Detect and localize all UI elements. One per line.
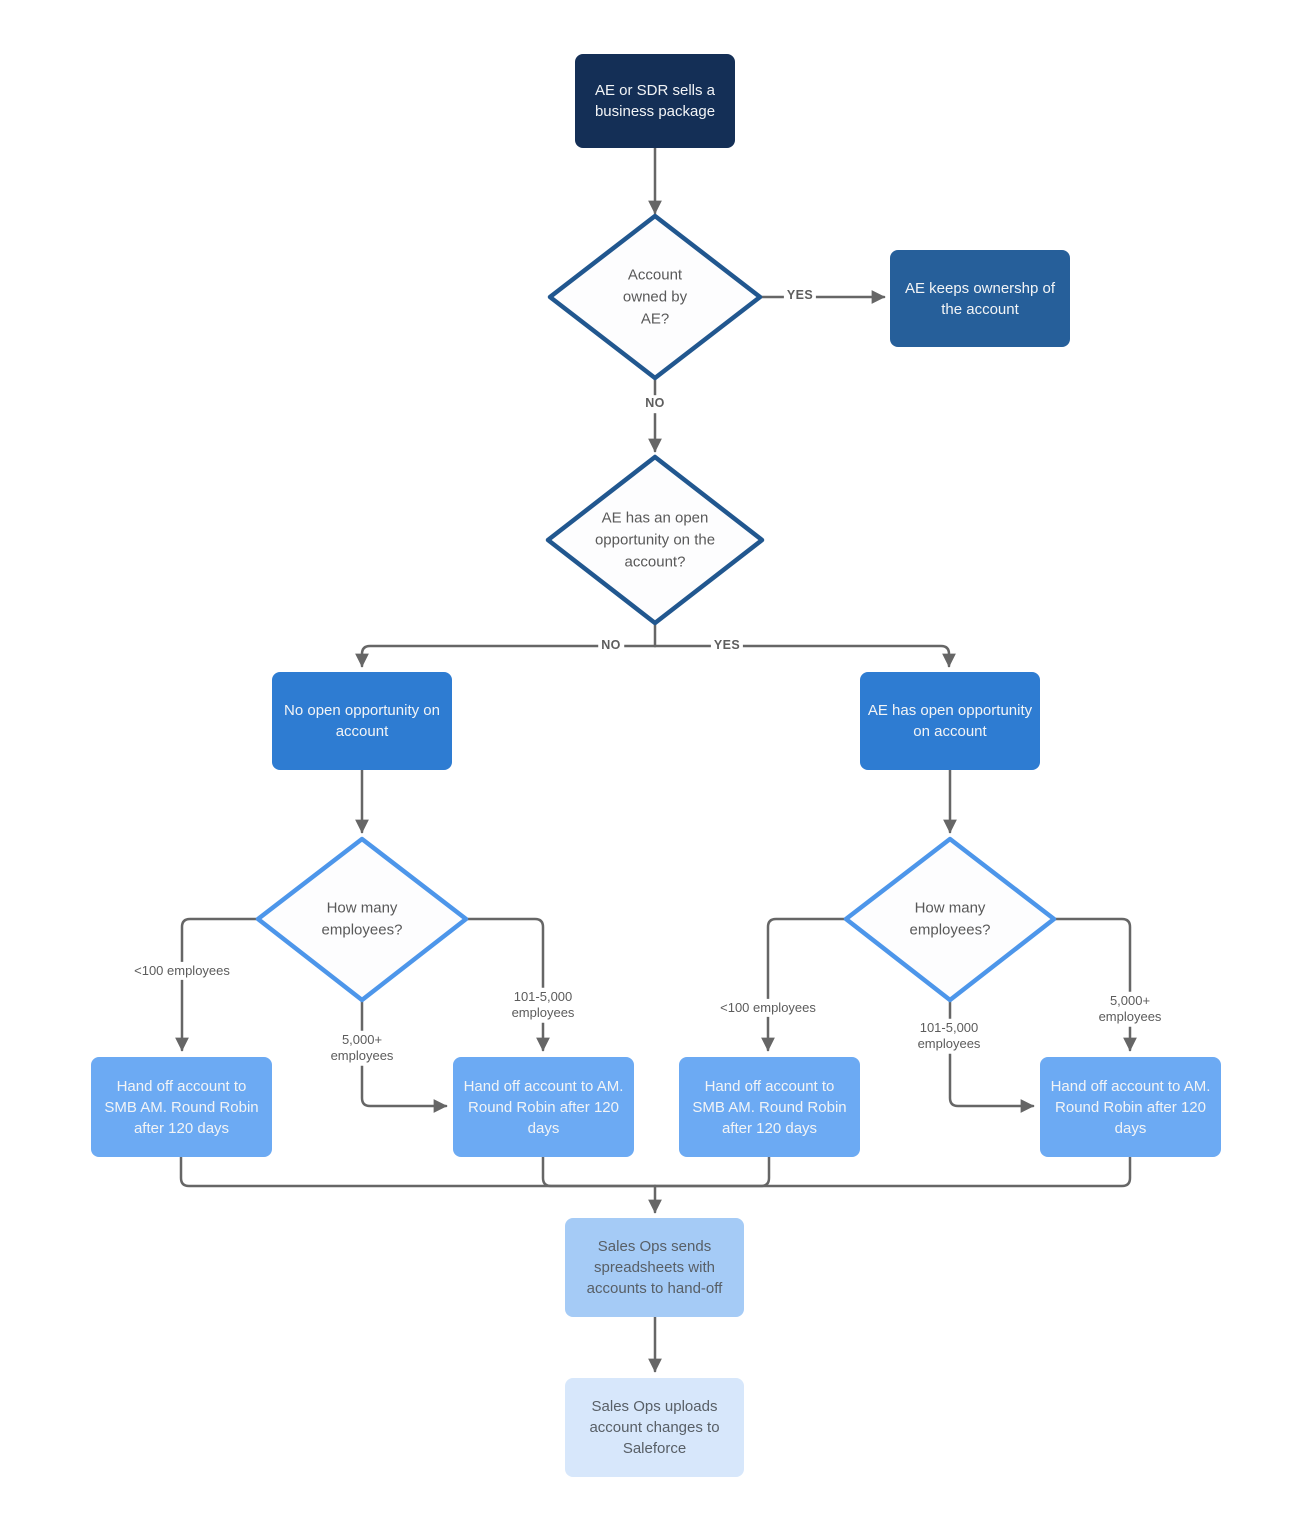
diamond-employees-left — [255, 836, 469, 1003]
diamond-employees-right-label: How many employees? — [909, 899, 991, 938]
edge-right-lt100 — [761, 917, 848, 1052]
node-has-open-opportunity-label: AE has open opportunity on account — [867, 702, 1033, 740]
diamond-account-owned — [547, 213, 763, 381]
edge-open-yes — [653, 644, 956, 668]
edge-label-no-open: NO — [598, 637, 624, 655]
node-handoff-am-left-label: Hand off account to AM. Round Robin afte… — [463, 1077, 624, 1137]
edge-label-lt100-right: <100 employees — [717, 998, 819, 1018]
diamond-employees-right — [843, 836, 1057, 1003]
diamond-open-opportunity — [545, 454, 765, 626]
node-handoff-smb-right: Hand off account to SMB AM. Round Robin … — [679, 1057, 860, 1157]
edge-left-big — [360, 998, 448, 1113]
edge-label-mid-right: 101-5,000 employees — [909, 1018, 989, 1054]
node-start-label: AE or SDR sells a business package — [594, 82, 716, 120]
node-ae-keeps-ownership: AE keeps ownershp of the account — [890, 250, 1070, 347]
node-start: AE or SDR sells a business package — [575, 54, 735, 148]
node-handoff-smb-left-label: Hand off account to SMB AM. Round Robin … — [104, 1077, 259, 1137]
diamond-account-owned-label: Account owned by AE? — [622, 266, 688, 327]
node-handoff-am-right: Hand off account to AM. Round Robin afte… — [1040, 1057, 1221, 1157]
edge-left-mid — [464, 917, 550, 1052]
node-handoff-am-right-label: Hand off account to AM. Round Robin afte… — [1050, 1077, 1211, 1137]
edge-label-big-right: 5,000+ employees — [1090, 991, 1170, 1027]
node-ae-keeps-ownership-label: AE keeps ownershp of the account — [904, 279, 1056, 318]
edge-merge-4 — [653, 1155, 1132, 1188]
edge-right-big — [1052, 917, 1137, 1052]
edge-left-lt100 — [175, 917, 260, 1052]
edge-label-lt100-left: <100 employees — [131, 961, 233, 981]
edge-label-mid-left: 101-5,000 employees — [503, 987, 583, 1023]
node-handoff-am-left: Hand off account to AM. Round Robin afte… — [453, 1057, 634, 1157]
node-sales-ops-upload: Sales Ops uploads account changes to Sal… — [565, 1378, 744, 1477]
node-handoff-smb-right-label: Hand off account to SMB AM. Round Robin … — [692, 1077, 847, 1137]
edge-merge-2 — [541, 1155, 657, 1188]
diamond-employees-left-label: How many employees? — [321, 899, 403, 938]
node-sales-ops-send: Sales Ops sends spreadsheets with accoun… — [565, 1218, 744, 1317]
edge-label-big-left: 5,000+ employees — [322, 1030, 402, 1066]
diamond-open-opportunity-label: AE has an open opportunity on the accoun… — [594, 509, 716, 570]
node-handoff-smb-left: Hand off account to SMB AM. Round Robin … — [91, 1057, 272, 1157]
node-no-open-opportunity-label: No open opportunity on account — [284, 702, 440, 740]
edge-merge-1 — [179, 1155, 657, 1188]
connector-group — [175, 146, 1137, 1373]
node-sales-ops-send-label: Sales Ops sends spreadsheets with accoun… — [586, 1238, 723, 1297]
edge-open-no — [355, 644, 657, 668]
edge-label-yes-owned: YES — [783, 287, 817, 305]
dark-diamond-group — [545, 213, 765, 626]
edge-label-yes-open: YES — [710, 637, 744, 655]
edge-label-no-owned: NO — [642, 395, 668, 413]
light-diamond-group — [255, 836, 1057, 1003]
node-has-open-opportunity: AE has open opportunity on account — [860, 672, 1040, 770]
edge-right-mid — [948, 998, 1035, 1113]
node-no-open-opportunity: No open opportunity on account — [272, 672, 452, 770]
edge-merge-3 — [653, 1155, 771, 1188]
node-sales-ops-upload-label: Sales Ops uploads account changes to Sal… — [589, 1398, 720, 1457]
